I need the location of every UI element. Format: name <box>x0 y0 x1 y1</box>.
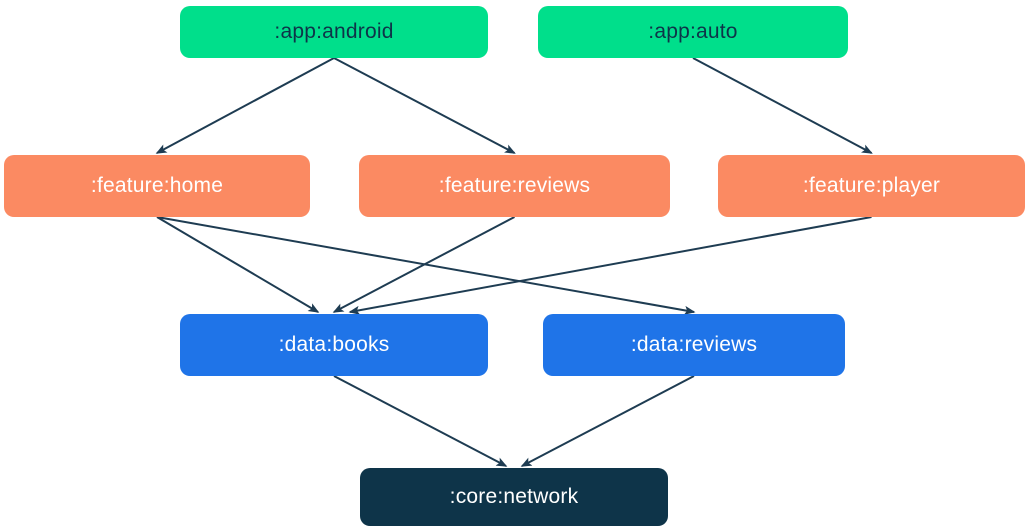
edge-feature-home-to-data-books <box>156 216 320 313</box>
node-label-feature-player: :feature:player <box>802 174 941 197</box>
node-label-app-android: :app:android <box>274 20 394 43</box>
edge-data-books-to-core-network <box>333 375 508 467</box>
node-feature-home: :feature:home <box>4 155 310 217</box>
node-data-books: :data:books <box>180 314 488 376</box>
node-core-network: :core:network <box>360 468 668 526</box>
edge-feature-reviews-to-data-books <box>332 216 515 313</box>
edge-app-auto-to-feature-player <box>692 57 873 154</box>
node-label-core-network: :core:network <box>449 485 579 508</box>
node-label-data-reviews: :data:reviews <box>630 333 758 356</box>
edge-app-android-to-feature-reviews <box>333 57 516 154</box>
node-feature-reviews: :feature:reviews <box>359 155 670 217</box>
node-feature-player: :feature:player <box>718 155 1025 217</box>
node-label-data-books: :data:books <box>278 333 390 356</box>
node-app-android: :app:android <box>180 6 488 58</box>
node-label-app-auto: :app:auto <box>648 20 738 43</box>
edge-feature-player-to-data-books <box>348 216 872 315</box>
node-label-feature-home: :feature:home <box>90 174 224 197</box>
edge-app-android-to-feature-home <box>155 57 335 154</box>
node-label-feature-reviews: :feature:reviews <box>438 174 591 197</box>
edge-feature-home-to-data-reviews <box>156 216 696 315</box>
edge-data-reviews-to-core-network <box>520 375 695 467</box>
node-data-reviews: :data:reviews <box>543 314 845 376</box>
node-app-auto: :app:auto <box>538 6 848 58</box>
